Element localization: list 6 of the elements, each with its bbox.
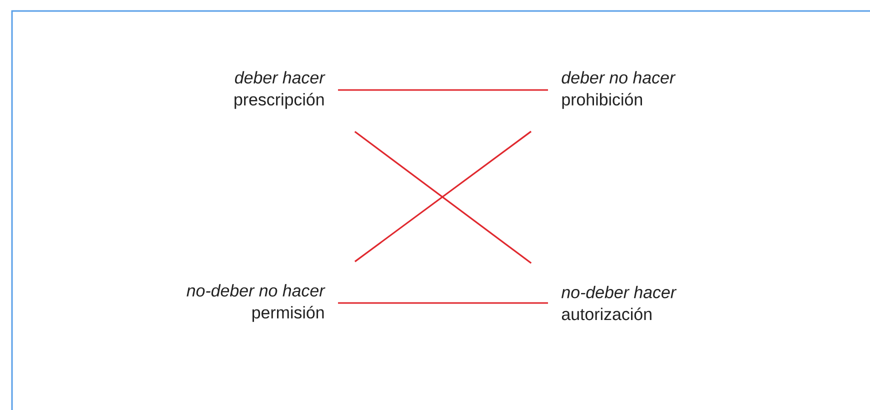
connector-line	[338, 89, 548, 91]
term-label: deber hacer prescripción	[234, 71, 326, 109]
connector-line	[338, 302, 548, 304]
term-label: no-deber no hacer permisión	[186, 284, 326, 322]
term-label: deber no hacer prohibición	[562, 71, 676, 109]
term-label: no-deber hacer autorización	[561, 286, 677, 320]
